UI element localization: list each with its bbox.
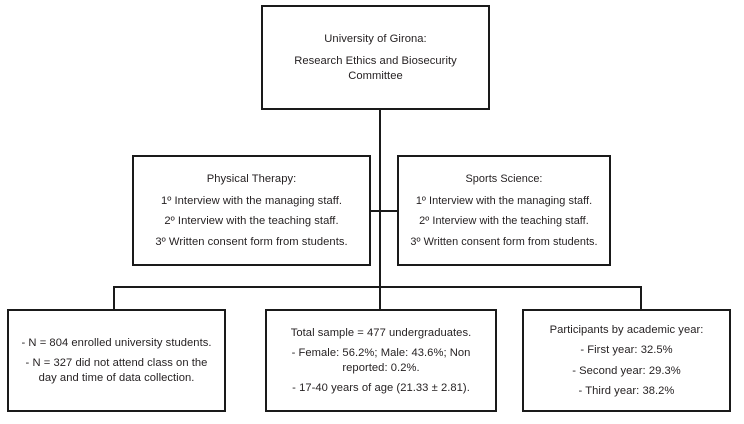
ethics-committee-line-2: Research Ethics and Biosecurity Committe… [294,55,457,82]
academic-year-line-1: Participants by academic year: [549,323,704,336]
academic-year-line-4: - Third year: 38.2% [578,385,675,397]
connector-drop-total-sample [379,286,381,310]
academic-year-line-2: - First year: 32.5% [580,344,673,356]
sports-science-line-1: Sports Science: [465,173,543,185]
node-enrolled-students: - N = 804 enrolled university students. … [7,309,226,412]
sports-science-line-2: 1º Interview with the managing staff. [415,194,593,207]
total-sample-line-1: Total sample = 477 undergraduates. [290,326,472,339]
physical-therapy-line-2: 1º Interview with the managing staff. [160,194,343,207]
node-academic-year: Participants by academic year: - First y… [522,309,731,412]
connector-committee-to-programmes [379,110,381,288]
node-physical-therapy: Physical Therapy: 1º Interview with the … [132,155,371,266]
connector-drop-enrolled-students [113,286,115,310]
sports-science-line-3: 2º Interview with the teaching staff. [419,215,589,227]
physical-therapy-line-3: 2º Interview with the teaching staff. [164,215,339,227]
node-sports-science: Sports Science: 1º Interview with the ma… [397,155,611,266]
total-sample-line-2: - Female: 56.2%; Male: 43.6%; Non report… [291,347,471,374]
ethics-committee-line-1: University of Girona: [324,32,427,45]
enrolled-students-line-2: - N = 327 did not attend class on the da… [25,357,208,384]
enrolled-students-line-1: - N = 804 enrolled university students. [21,336,212,349]
physical-therapy-line-4: 3º Written consent form from students. [155,235,348,248]
node-ethics-committee: University of Girona: Research Ethics an… [261,5,490,110]
connector-drop-academic-year [640,286,642,310]
academic-year-line-3: - Second year: 29.3% [572,364,681,377]
connector-sample-bus [113,286,642,288]
physical-therapy-line-1: Physical Therapy: [206,173,297,185]
total-sample-line-3: - 17-40 years of age (21.33 ± 2.81). [292,382,470,394]
node-total-sample: Total sample = 477 undergraduates. - Fem… [265,309,497,412]
connector-between-programmes [370,210,398,212]
sports-science-line-4: 3º Written consent form from students. [410,235,598,248]
